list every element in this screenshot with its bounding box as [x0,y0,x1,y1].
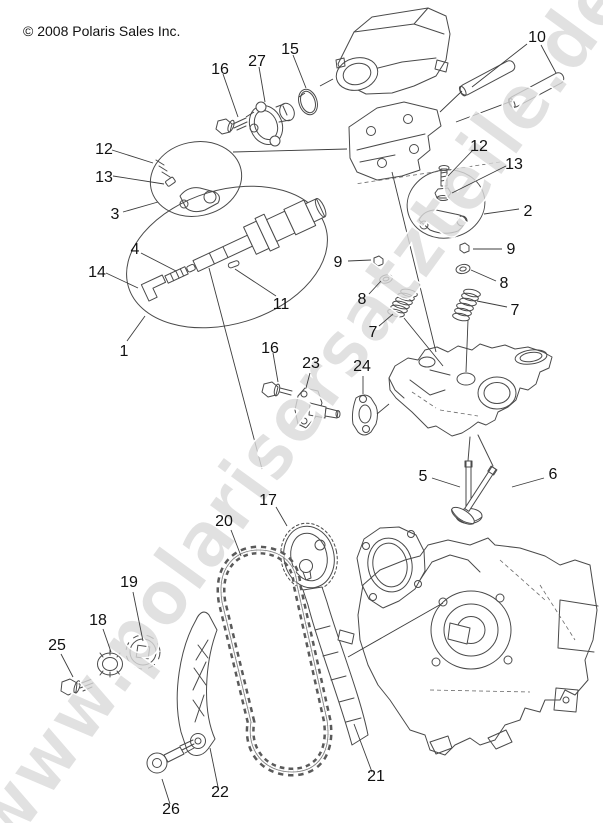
callout-9-right: 9 [507,241,516,258]
callout-14: 14 [88,264,106,281]
callout-1: 1 [120,343,129,360]
callout-13-right: 13 [505,156,523,173]
callout-4: 4 [131,241,140,258]
callout-8-right: 8 [500,275,509,292]
callout-16-mid: 16 [261,340,279,357]
callout-13-left: 13 [95,169,113,186]
callout-17: 17 [259,492,277,509]
valve-nuts-washers-springs [373,242,481,322]
cam-sprocket-drawing [280,522,338,592]
callout-7-left: 7 [369,324,378,341]
detail-ellipse-2 [406,165,486,239]
callout-5: 5 [419,468,428,485]
callout-21: 21 [367,768,385,785]
callout-19: 19 [120,574,138,591]
chain-guide-right-drawing [302,586,369,746]
pump-sprocket-drawing [97,634,161,678]
callout-8-left: 8 [358,291,367,308]
chain-guide-left-drawing [176,611,218,756]
callout-20: 20 [215,513,233,530]
leader-lines [60,43,557,805]
cylinder-head-drawing [388,343,553,437]
callout-12-left: 12 [95,141,113,158]
callout-12-right: 12 [470,138,488,155]
callout-6: 6 [549,466,558,483]
valve-spring-right [452,288,481,322]
callout-18: 18 [89,612,107,629]
cam-chain-drawing [216,545,333,777]
callout-labels: 16 27 15 10 12 13 3 12 13 2 9 8 7 9 8 7 … [48,29,557,818]
cam-end-cap-drawing [248,101,295,147]
valve-cover-drawing [335,7,451,95]
valves-drawing [451,434,498,525]
valve-spring-left [387,288,418,318]
bolt-26-drawing [146,739,195,774]
construction-lines [208,78,513,658]
callout-24: 24 [353,358,371,375]
callout-15: 15 [281,41,299,58]
callout-2: 2 [524,203,533,220]
oring-drawing [298,88,318,116]
callout-9-left: 9 [334,254,343,271]
callout-27: 27 [248,53,266,70]
callout-25: 25 [48,637,66,654]
callout-7-right: 7 [511,302,520,319]
artwork [60,7,599,777]
callout-11: 11 [273,296,290,313]
camshaft-ellipse-1 [126,185,328,329]
crankcase-drawing [357,537,599,756]
bolt-25-drawing [60,678,94,696]
callout-10: 10 [528,29,546,46]
detail-ellipse-3 [149,141,243,217]
copyright-text: © 2008 Polaris Sales Inc. [23,23,180,39]
callout-16-top: 16 [211,61,229,78]
bolt-16-top-drawing [215,117,248,135]
rocker-holder-plate-drawing [348,101,442,181]
tensioner-assembly-drawing [261,381,378,436]
crankcase-gasket-drawing [356,526,426,609]
callout-3: 3 [111,206,120,223]
callout-22: 22 [211,784,229,801]
callout-26: 26 [162,801,180,818]
callout-23: 23 [302,355,320,372]
